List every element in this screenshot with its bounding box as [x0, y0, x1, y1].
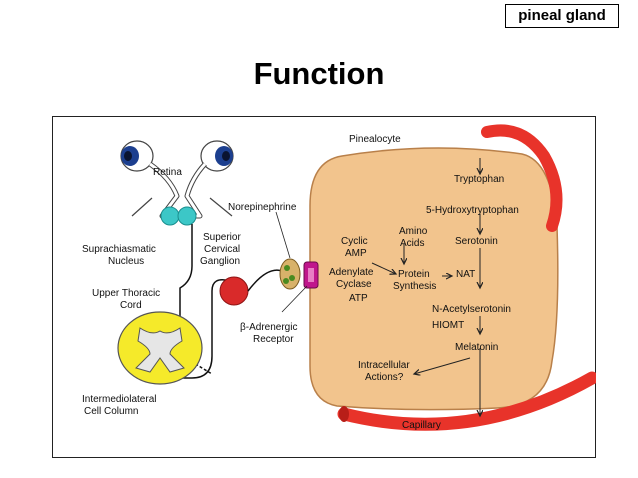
- label-ac-2: Cyclase: [336, 279, 372, 290]
- label-scg-2: Cervical: [204, 244, 240, 255]
- label-tryptophan: Tryptophan: [454, 174, 504, 185]
- capillary-end: [339, 406, 349, 422]
- label-serotonin: Serotonin: [455, 236, 498, 247]
- label-capillary: Capillary: [402, 420, 441, 431]
- spinal-cord: [117, 311, 203, 385]
- label-utc-2: Cord: [120, 300, 142, 311]
- pinealocyte-cell: [309, 147, 559, 411]
- label-retina: Retina: [153, 167, 182, 178]
- pathway-arrows: [371, 158, 480, 416]
- label-beta-2: Receptor: [253, 334, 294, 345]
- label-ps-1: Protein: [398, 269, 430, 280]
- label-scn-2: Nucleus: [108, 256, 144, 267]
- slide-title: Function: [253, 56, 385, 91]
- label-acetylserotonin: N-Acetylserotonin: [432, 304, 511, 315]
- label-melatonin: Melatonin: [455, 342, 498, 353]
- label-ia-2: Actions?: [365, 372, 404, 383]
- label-camp-2: AMP: [345, 248, 367, 259]
- label-nat: NAT: [456, 269, 475, 280]
- label-utc-1: Upper Thoracic: [92, 288, 160, 299]
- capillary-bottom: [337, 371, 596, 431]
- ganglion: [219, 276, 249, 306]
- scn-right: [177, 206, 197, 226]
- topic-tag: pineal gland: [505, 4, 619, 28]
- label-ps-2: Synthesis: [393, 281, 436, 292]
- label-ac-1: Adenylate: [329, 267, 374, 278]
- eyes: [120, 140, 234, 172]
- label-imlc-2: Cell Column: [84, 406, 138, 417]
- label-hiomt: HIOMT: [432, 320, 464, 331]
- adrenergic-receptor: [279, 258, 319, 290]
- capillary-top: [481, 124, 563, 232]
- label-pinealocyte: Pinealocyte: [349, 134, 401, 145]
- label-scg-3: Ganglion: [200, 256, 240, 267]
- label-aa-1: Amino: [399, 226, 428, 237]
- label-ia-1: Intracellular: [358, 360, 410, 371]
- label-aa-2: Acids: [400, 238, 424, 249]
- label-scn-1: Suprachiasmatic: [82, 244, 156, 255]
- label-scg-1: Superior: [203, 232, 241, 243]
- label-atp: ATP: [349, 293, 368, 304]
- label-imlc-1: Intermediolateral: [82, 394, 156, 405]
- label-hydroxytryptophan: 5-Hydroxytryptophan: [426, 205, 519, 216]
- label-beta-1: β-Adrenergic: [240, 322, 297, 333]
- label-norepinephrine: Norepinephrine: [228, 202, 297, 213]
- pineal-function-diagram: Pinealocyte Retina Norepinephrine Suprac…: [52, 116, 596, 458]
- scn-left: [160, 206, 180, 226]
- label-camp-1: Cyclic: [341, 236, 368, 247]
